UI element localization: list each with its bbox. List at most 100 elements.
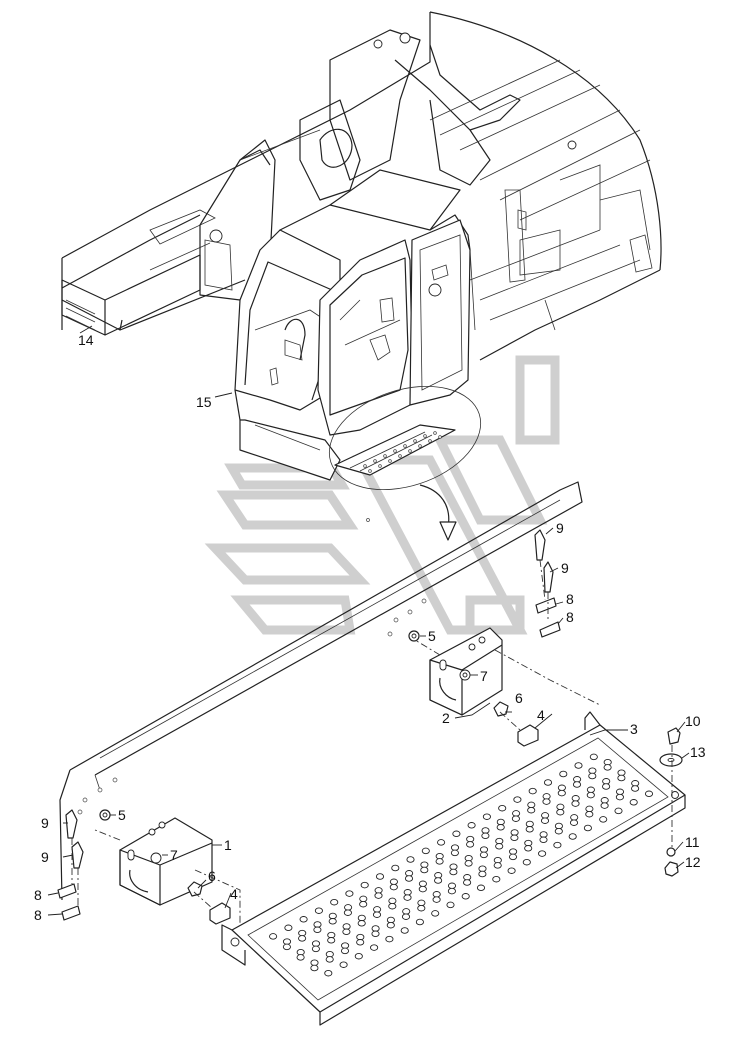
perforation-hole — [466, 841, 475, 848]
perforation-hole — [476, 884, 486, 892]
perforation-hole — [574, 762, 583, 769]
part-label-8: 8 — [566, 591, 574, 607]
perforation-hole — [589, 753, 598, 761]
perforation-hole — [511, 815, 520, 822]
perforation-hole — [311, 945, 320, 953]
perforation-hole — [282, 943, 291, 951]
perforation-hole — [432, 896, 441, 903]
part-label-11: 11 — [685, 834, 700, 850]
part-label-10: 10 — [685, 713, 701, 729]
perforation-hole — [340, 947, 350, 955]
hardware — [57, 529, 683, 925]
perforation-hole — [553, 841, 562, 849]
perforation-hole — [586, 791, 595, 799]
part-label-1: 1 — [224, 837, 232, 853]
perforation-hole — [374, 892, 383, 899]
perforation-hole — [522, 858, 531, 866]
perforation-hole — [269, 933, 278, 940]
perforation-hole — [617, 774, 626, 782]
perforation-hole — [478, 865, 487, 872]
perforation-hole — [418, 885, 427, 893]
perforation-hole — [330, 898, 339, 906]
perforation-hole — [481, 827, 490, 834]
perforation-hole — [600, 802, 609, 809]
perforation-hole — [372, 911, 382, 918]
perforation-hole — [599, 816, 608, 823]
perforation-hole — [446, 901, 455, 909]
perforation-hole — [328, 912, 337, 920]
perforation-hole — [466, 835, 475, 843]
bracket-2 — [414, 627, 601, 716]
perforation-hole — [342, 923, 351, 930]
perforation-hole — [559, 770, 568, 778]
part-label-9: 9 — [556, 520, 564, 536]
part-label-7: 7 — [480, 668, 488, 684]
perforation-hole — [588, 772, 597, 780]
detail-callout — [328, 385, 482, 541]
perforation-hole — [492, 875, 501, 883]
perforation-hole — [528, 787, 537, 795]
perforation-hole — [572, 781, 582, 788]
perforation-hole — [403, 894, 412, 901]
perforation-hole — [629, 799, 638, 806]
part-label-6: 6 — [515, 690, 523, 706]
perforation-hole — [370, 944, 379, 951]
part-label-14: 14 — [78, 332, 94, 348]
perforation-hole — [417, 904, 426, 912]
operator-cab — [234, 169, 471, 481]
perforation-hole — [282, 938, 292, 945]
perforation-hole — [450, 844, 460, 851]
leader-lines — [47, 325, 690, 916]
perforation-hole — [524, 845, 533, 852]
perforation-hole — [450, 849, 459, 857]
perforation-hole — [310, 959, 319, 966]
perforation-hole — [570, 814, 579, 821]
part-label-8: 8 — [566, 609, 574, 625]
part-label-9: 9 — [41, 849, 49, 865]
perforation-hole — [557, 784, 566, 792]
perforation-hole — [421, 847, 430, 855]
perforation-hole — [447, 882, 457, 890]
perforation-hole — [557, 789, 566, 797]
part-label-5: 5 — [428, 628, 436, 644]
part-label-2: 2 — [442, 710, 450, 726]
part-label-5: 5 — [118, 807, 126, 823]
perforation-hole — [496, 824, 505, 831]
perforation-hole — [313, 926, 322, 934]
part-label-4: 4 — [537, 707, 545, 723]
perforation-hole — [510, 829, 519, 836]
perforation-hole — [327, 937, 336, 944]
perforation-hole — [571, 795, 580, 802]
perforation-hole — [313, 921, 322, 928]
part-label-8: 8 — [34, 887, 42, 903]
perforation-hole — [389, 878, 398, 886]
perforation-hole — [388, 902, 397, 910]
perforation-hole — [298, 929, 307, 937]
perforation-hole — [585, 810, 594, 818]
bracket-1 — [94, 817, 241, 930]
perforation-hole — [371, 930, 380, 938]
perforation-hole — [461, 893, 470, 900]
perforation-hole — [508, 853, 518, 861]
perforation-hole — [403, 889, 412, 896]
perforation-hole — [452, 830, 461, 838]
perforation-hole — [404, 875, 414, 882]
perforation-hole — [418, 880, 427, 888]
perforation-hole — [510, 834, 519, 842]
perforation-hole — [571, 800, 580, 807]
perforation-hole — [538, 850, 547, 857]
part-label-4: 4 — [230, 886, 238, 902]
perforation-hole — [512, 810, 521, 817]
perforation-hole — [614, 807, 623, 815]
perforation-hole — [527, 801, 536, 809]
part-label-8: 8 — [34, 907, 42, 923]
perforation-hole — [375, 873, 385, 880]
perforation-hole — [507, 867, 516, 874]
part-label-9: 9 — [41, 815, 49, 831]
part-label-6: 6 — [208, 868, 216, 884]
perforation-hole — [311, 940, 321, 947]
perforation-hole — [447, 887, 456, 895]
perforation-hole — [402, 908, 411, 915]
part-label-12: 12 — [685, 854, 701, 870]
part-labels: 14 15 9 9 8 8 5 7 2 6 4 3 10 13 11 12 9 … — [34, 332, 706, 923]
